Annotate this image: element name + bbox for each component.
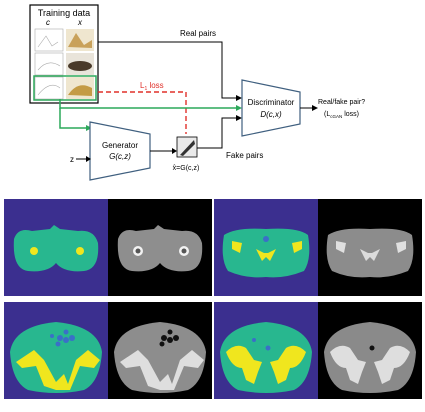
panel-bottom-left <box>4 302 212 399</box>
panel-bottom-right <box>214 302 422 399</box>
real-pairs-label: Real pairs <box>180 29 216 38</box>
generated-image-label: x̂=G(c,z) <box>172 165 199 172</box>
ct-image <box>318 302 422 399</box>
cgan-diagram: Training data c x Real pairs L1 loss Gen… <box>29 4 365 181</box>
selected-pair-highlight <box>33 75 97 101</box>
generated-image <box>176 136 198 158</box>
output-question: Real/fake pair? <box>318 99 365 106</box>
generator-block <box>89 121 151 181</box>
ct-image <box>108 302 212 399</box>
panel-top-left <box>4 199 212 296</box>
segmentation-map <box>4 302 108 399</box>
generator-function: G(c,z) <box>109 152 131 161</box>
l1-loss-label: L1 loss <box>140 81 164 92</box>
condition-to-generator <box>59 108 86 129</box>
column-c-label: c <box>46 18 50 27</box>
real-pairs-arrow <box>98 41 236 99</box>
discriminator-function: D(c,x) <box>260 110 282 119</box>
segmentation-map <box>4 199 108 296</box>
sketch-thumbnails <box>34 28 64 100</box>
discriminator-block <box>241 79 301 137</box>
discriminator-label: Discriminator <box>248 98 295 107</box>
panel-top-right <box>214 199 422 296</box>
shoe-thumbnails <box>66 29 94 99</box>
l1-loss-arrow <box>98 91 187 134</box>
ct-image <box>108 199 212 296</box>
generator-label: Generator <box>102 141 138 150</box>
z-label: z <box>70 155 74 164</box>
segmentation-map <box>214 302 318 399</box>
training-data-title: Training data <box>38 8 90 18</box>
fake-pairs-arrow <box>197 117 236 149</box>
segmentation-map <box>214 199 318 296</box>
output-loss: (LcGAN loss) <box>324 111 359 119</box>
ct-image <box>318 199 422 296</box>
column-x-label: x <box>77 18 83 27</box>
fake-pairs-label: Fake pairs <box>226 151 263 160</box>
